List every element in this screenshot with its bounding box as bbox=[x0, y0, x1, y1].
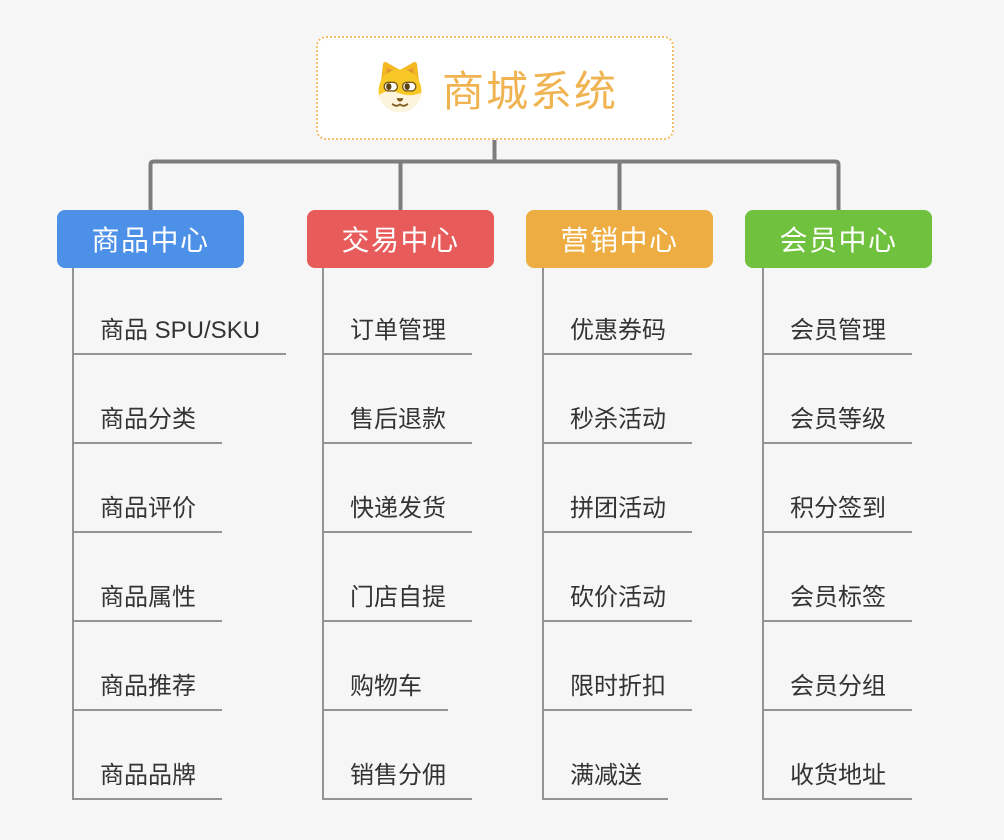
root-node[interactable]: 商城系统 bbox=[316, 36, 674, 140]
leaf-node[interactable]: 购物车 bbox=[322, 672, 448, 711]
leaf-node[interactable]: 拼团活动 bbox=[542, 494, 692, 533]
branch-label: 会员中心 bbox=[779, 225, 898, 256]
branch-label: 交易中心 bbox=[341, 225, 460, 256]
leaf-column-product: 商品 SPU/SKU 商品分类 商品评价 商品属性 商品推荐 商品品牌 bbox=[72, 266, 287, 800]
leaf-node[interactable]: 商品评价 bbox=[72, 494, 222, 533]
branch-label: 营销中心 bbox=[560, 225, 679, 256]
leaf-node[interactable]: 满减送 bbox=[542, 761, 668, 800]
leaf-node[interactable]: 会员标签 bbox=[762, 583, 912, 622]
branch-node-marketing-center[interactable]: 营销中心 bbox=[526, 210, 713, 268]
leaf-node[interactable]: 会员管理 bbox=[762, 316, 912, 355]
leaf-node[interactable]: 商品分类 bbox=[72, 405, 222, 444]
leaf-node[interactable]: 快递发货 bbox=[322, 494, 472, 533]
leaf-column-member: 会员管理 会员等级 积分签到 会员标签 会员分组 收货地址 bbox=[762, 266, 912, 800]
column-spine bbox=[72, 268, 74, 800]
leaf-node[interactable]: 门店自提 bbox=[322, 583, 472, 622]
leaf-node[interactable]: 优惠券码 bbox=[542, 316, 692, 355]
leaf-node[interactable]: 商品 SPU/SKU bbox=[72, 316, 287, 355]
leaf-node[interactable]: 商品品牌 bbox=[72, 761, 222, 800]
branch-node-product-center[interactable]: 商品中心 bbox=[57, 210, 244, 268]
dog-face-icon bbox=[378, 62, 422, 113]
leaf-column-marketing: 优惠券码 秒杀活动 拼团活动 砍价活动 限时折扣 满减送 bbox=[542, 266, 692, 800]
leaf-node[interactable]: 商品推荐 bbox=[72, 672, 222, 711]
leaf-node[interactable]: 销售分佣 bbox=[322, 761, 472, 800]
leaf-node[interactable]: 积分签到 bbox=[762, 494, 912, 533]
leaf-column-trade: 订单管理 售后退款 快递发货 门店自提 购物车 销售分佣 bbox=[322, 266, 472, 800]
leaf-node[interactable]: 订单管理 bbox=[322, 316, 472, 355]
column-spine bbox=[322, 268, 324, 800]
leaf-node[interactable]: 收货地址 bbox=[762, 761, 912, 800]
root-title: 商城系统 bbox=[441, 67, 618, 115]
leaf-node[interactable]: 限时折扣 bbox=[542, 672, 692, 711]
branch-label: 商品中心 bbox=[91, 225, 210, 256]
leaf-node[interactable]: 砍价活动 bbox=[542, 583, 692, 622]
leaf-node[interactable]: 售后退款 bbox=[322, 405, 472, 444]
leaf-node[interactable]: 会员分组 bbox=[762, 672, 912, 711]
branch-rail-line bbox=[148, 159, 841, 210]
leaf-node[interactable]: 秒杀活动 bbox=[542, 405, 692, 444]
leaf-node[interactable]: 会员等级 bbox=[762, 405, 912, 444]
branch-node-member-center[interactable]: 会员中心 bbox=[745, 210, 932, 268]
branch-node-trade-center[interactable]: 交易中心 bbox=[307, 210, 494, 268]
column-spine bbox=[762, 268, 764, 800]
leaf-node[interactable]: 商品属性 bbox=[72, 583, 222, 622]
column-spine bbox=[542, 268, 544, 800]
